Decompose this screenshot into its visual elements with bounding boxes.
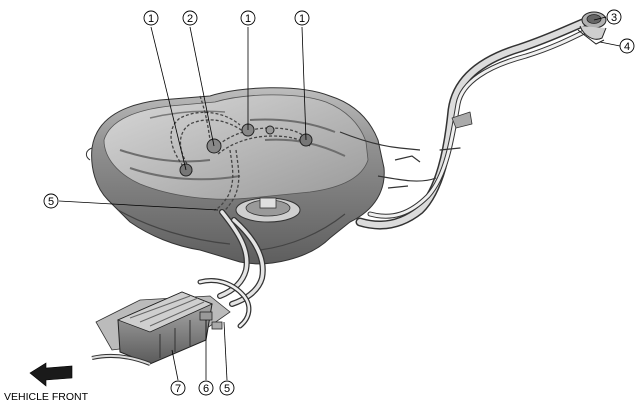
vapor-lines-right	[339, 131, 437, 189]
callout-1a: 1	[143, 10, 159, 26]
callout-7: 7	[170, 380, 186, 396]
callout-1a-label: 1	[148, 13, 154, 25]
callout-1b-label: 1	[245, 13, 251, 25]
callout-3-label: 3	[611, 12, 617, 24]
callout-5a: 5	[43, 193, 59, 209]
fuel-filler-pipe	[355, 17, 590, 230]
fuel-tank	[85, 87, 385, 265]
callout-5a-label: 5	[48, 196, 54, 208]
callout-2: 2	[182, 10, 198, 26]
callout-1c: 1	[294, 10, 310, 26]
callout-1c-label: 1	[299, 13, 305, 25]
callout-2-label: 2	[187, 13, 193, 25]
leader-lines	[58, 16, 621, 381]
evap-canister	[91, 291, 231, 366]
vehicle-front-arrow-icon	[29, 362, 73, 387]
vehicle-front-label: VEHICLE FRONT	[4, 391, 89, 403]
callout-6-label: 6	[203, 383, 209, 395]
callout-4: 4	[619, 38, 635, 54]
callout-1b: 1	[240, 10, 256, 26]
tank-to-canister-lines	[197, 209, 266, 329]
callout-7-label: 7	[175, 383, 181, 395]
fuel-filler-neck	[577, 11, 607, 45]
callout-6: 6	[198, 380, 214, 396]
callout-5b: 5	[219, 380, 235, 396]
vehicle-front-indicator: VEHICLE FRONT	[4, 362, 89, 403]
callout-4-label: 4	[624, 41, 630, 53]
callout-3: 3	[606, 9, 622, 25]
callout-5b-label: 5	[224, 383, 230, 395]
